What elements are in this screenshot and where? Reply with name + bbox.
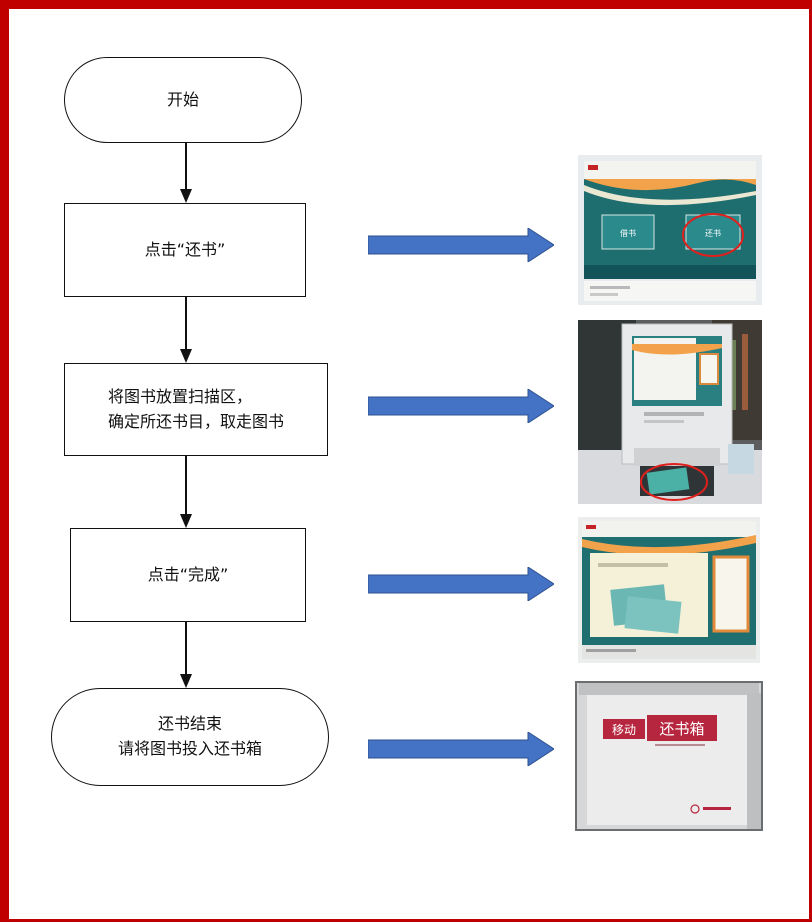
step-scan-books-node: 将图书放置扫描区， 确定所还书目，取走图书: [64, 363, 328, 456]
connector-arrow-1: [180, 143, 192, 203]
start-label: 开始: [166, 89, 199, 109]
start-node: 开始: [64, 57, 302, 143]
kiosk-scan-photo-2: [578, 320, 762, 504]
step-click-finish-node: 点击“完成”: [70, 528, 306, 622]
brand-left-text: 移动: [612, 723, 636, 737]
blue-arrow-4: [368, 732, 554, 766]
kiosk-screen-photo-1: 借书 还书: [578, 155, 762, 305]
connector-arrow-4: [180, 622, 192, 688]
kiosk-finish-photo-3: [578, 517, 760, 663]
blue-arrow-3: [368, 567, 554, 601]
blue-arrow-1: [368, 228, 554, 262]
brand-right-text: 还书箱: [659, 720, 704, 738]
blue-arrow-2: [368, 389, 554, 423]
step-click-return-node: 点击“还书”: [64, 203, 306, 297]
end-line-2: 请将图书投入还书箱: [117, 739, 262, 758]
step-scan-line-2: 确定所还书目，取走图书: [107, 411, 284, 431]
end-line-1: 还书结束: [157, 714, 222, 734]
step-click-finish-label: 点击“完成”: [147, 564, 229, 584]
end-node: 还书结束 请将图书投入还书箱: [51, 688, 329, 786]
photo1-left-button-label: 借书: [620, 228, 636, 238]
return-box-photo-4: 移动 还书箱: [575, 681, 763, 831]
step-scan-line-1: 将图书放置扫描区，: [107, 386, 252, 406]
highlight-circle: [640, 463, 708, 501]
step-click-return-label: 点击“还书”: [144, 239, 226, 259]
connector-arrow-2: [180, 297, 192, 363]
highlight-circle: [682, 213, 744, 257]
photo1-right-button-label: 还书: [705, 228, 721, 238]
connector-arrow-3: [180, 456, 192, 528]
library-logo-icon: [690, 804, 700, 814]
